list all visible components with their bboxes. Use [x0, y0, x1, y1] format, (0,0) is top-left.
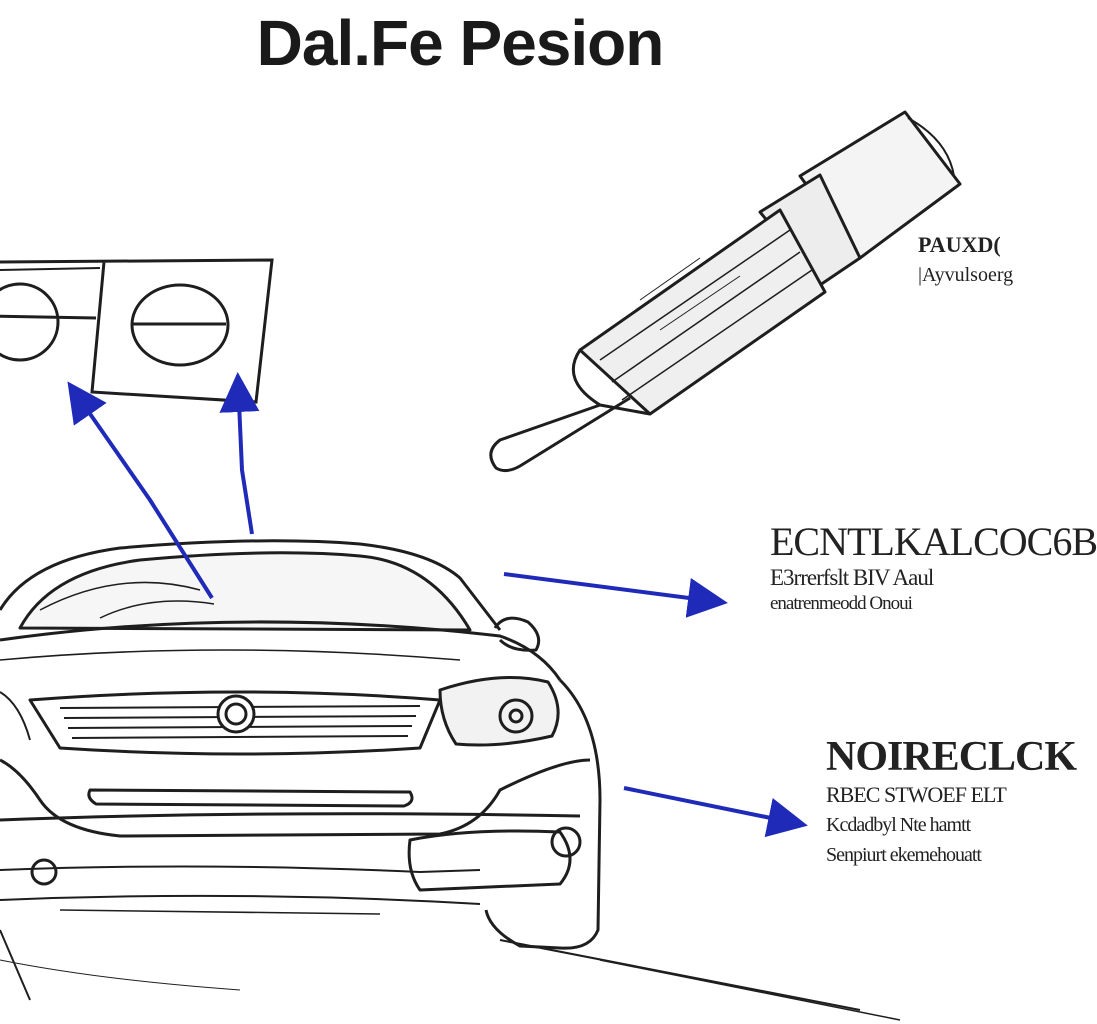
callout-heading: NOIRECLCK: [826, 734, 1077, 780]
callout-label-3: NOIRECLCK RBEC STWOEF ELT Kcdadbyl Nte h…: [826, 734, 1077, 870]
arrow-icon: [67, 372, 808, 838]
diagram-canvas: Dal.Fe Pesion: [0, 7, 1097, 1021]
callout-text: Senpiurt ekemehouatt: [826, 844, 982, 866]
gauge-icon: [0, 258, 274, 404]
callout-text: RBEC STWOEF ELT: [826, 782, 1007, 807]
callout-heading: ECNTLKALCOC6B: [770, 519, 1097, 564]
car-front-icon: [0, 539, 901, 1021]
callout-text: Kcdadbyl Nte hamtt: [826, 814, 971, 836]
callout-heading: PAUXD(: [918, 232, 1001, 257]
spark-plug-icon: [489, 110, 962, 473]
callout-text: enatrenmeodd Onoui: [770, 593, 913, 614]
callout-text: E3rrerfslt BIV Aaul: [770, 565, 934, 590]
diagram-illustration: [0, 110, 962, 1021]
callout-label-1: PAUXD( |Ayvulsoerg: [918, 232, 1024, 287]
diagram-title: Dal.Fe Pesion: [256, 7, 665, 79]
callout-label-2: ECNTLKALCOC6B E3rrerfslt BIV Aaul enatre…: [770, 519, 1097, 616]
callout-text: |Ayvulsoerg: [918, 264, 1014, 286]
